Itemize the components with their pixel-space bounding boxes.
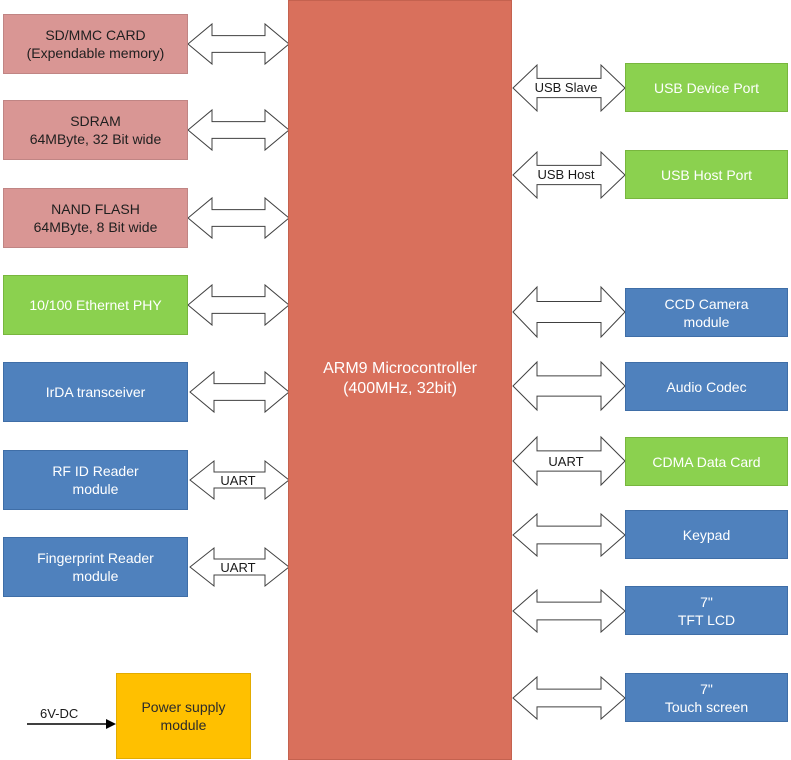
tft-lcd-block: 7" TFT LCD xyxy=(625,586,788,635)
irda-transceiver-block: IrDA transceiver xyxy=(3,362,188,422)
block-label: 10/100 Ethernet PHY xyxy=(29,297,162,313)
nand-flash-block: NAND FLASH 64MByte, 8 Bit wide xyxy=(3,188,188,248)
block-label: module xyxy=(72,481,119,497)
mcu-title: ARM9 Microcontroller xyxy=(323,360,477,377)
block-label: 64MByte, 32 Bit wide xyxy=(29,131,162,147)
block-label: module xyxy=(72,568,119,584)
block-label: module xyxy=(683,313,730,330)
block-label: Touch screen xyxy=(664,698,749,715)
arm9-microcontroller-block: ARM9 Microcontroller (400MHz, 32bit) xyxy=(288,0,512,760)
ethernet-arrow xyxy=(187,283,290,327)
sdmmc-card-block: SD/MMC CARD (Expendable memory) xyxy=(3,14,188,74)
sdram-block: SDRAM 64MByte, 32 Bit wide xyxy=(3,100,188,160)
ccd-arrow xyxy=(512,285,626,339)
block-label: IrDA transceiver xyxy=(45,384,146,400)
mcu-subtitle: (400MHz, 32bit) xyxy=(343,380,457,397)
block-label: 7" xyxy=(700,680,713,697)
block-label: TFT LCD xyxy=(677,611,736,628)
block-label: 7" xyxy=(700,593,713,610)
block-label: SDRAM xyxy=(70,113,121,129)
block-label: (Expendable memory) xyxy=(26,45,165,61)
dc-input-arrowhead xyxy=(106,719,116,729)
usb-device-port-block: USB Device Port xyxy=(625,63,788,112)
usb-host-port-block: USB Host Port xyxy=(625,150,788,199)
touch-screen-block: 7" Touch screen xyxy=(625,673,788,722)
block-label: SD/MMC CARD xyxy=(45,27,146,43)
tft-arrow xyxy=(512,588,626,634)
irda-arrow xyxy=(189,370,290,414)
usb-host-label: USB Host xyxy=(537,167,595,182)
uart-cdma-label: UART xyxy=(548,454,584,469)
block-label: NAND FLASH xyxy=(51,201,140,217)
block-label: CCD Camera xyxy=(664,295,749,312)
block-label: Power supply xyxy=(141,699,226,715)
uart-rfid-label: UART xyxy=(220,473,256,488)
block-label: CDMA Data Card xyxy=(652,453,761,470)
cdma-data-card-block: CDMA Data Card xyxy=(625,437,788,486)
rfid-reader-block: RF ID Reader module xyxy=(3,450,188,510)
uart-fingerprint-label: UART xyxy=(220,560,256,575)
sdram-arrow xyxy=(187,108,290,152)
block-label: Fingerprint Reader xyxy=(37,550,154,566)
touch-arrow xyxy=(512,675,626,721)
ethernet-phy-block: 10/100 Ethernet PHY xyxy=(3,275,188,335)
nand-arrow xyxy=(187,196,290,240)
audio-codec-block: Audio Codec xyxy=(625,362,788,411)
usb-slave-label: USB Slave xyxy=(534,80,598,95)
keypad-block: Keypad xyxy=(625,510,788,559)
block-label: Keypad xyxy=(682,526,731,543)
fingerprint-reader-block: Fingerprint Reader module xyxy=(3,537,188,597)
block-label: Audio Codec xyxy=(666,378,747,395)
ccd-camera-block: CCD Camera module xyxy=(625,288,788,337)
keypad-arrow xyxy=(512,512,626,558)
power-supply-block: Power supply module xyxy=(116,673,251,759)
block-label: USB Host Port xyxy=(660,166,753,183)
block-label: RF ID Reader xyxy=(52,463,139,479)
sdmmc-arrow xyxy=(187,22,290,66)
block-label: 64MByte, 8 Bit wide xyxy=(33,219,158,235)
block-label: module xyxy=(160,717,207,733)
audio-arrow xyxy=(512,360,626,412)
dc-input-label: 6V-DC xyxy=(40,706,79,721)
block-label: USB Device Port xyxy=(653,79,760,96)
